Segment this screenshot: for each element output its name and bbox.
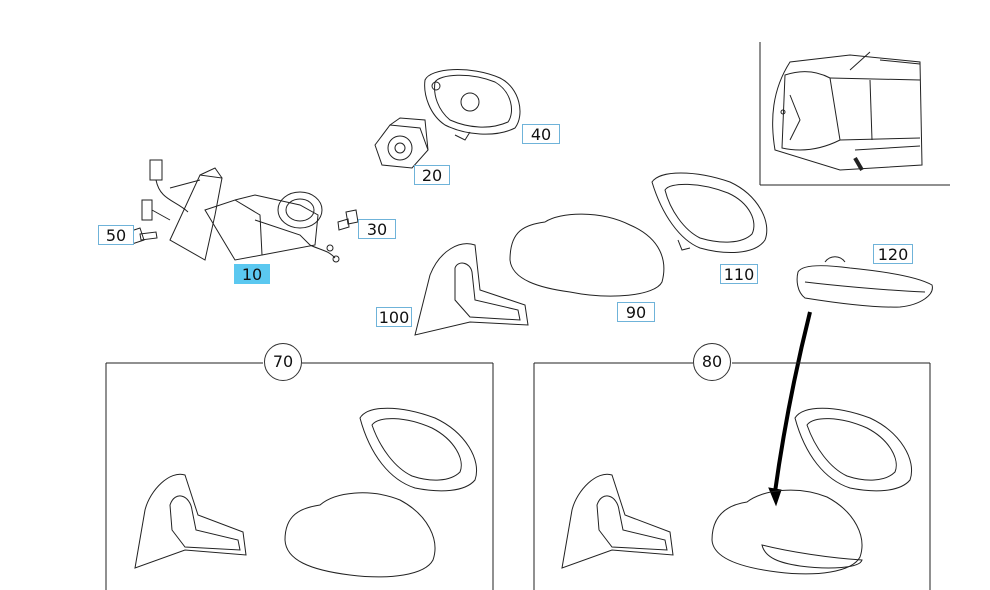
mirror-motor-drawing xyxy=(374,117,429,169)
arrow-line xyxy=(773,311,812,493)
callout-70[interactable]: 70 xyxy=(264,343,302,381)
housing-cover-drawing xyxy=(509,213,665,297)
variant-box-80 xyxy=(533,362,931,590)
callout-100[interactable]: 100 xyxy=(376,307,412,327)
callout-20[interactable]: 20 xyxy=(414,165,450,185)
callout-70-label: 70 xyxy=(272,352,294,371)
callout-80[interactable]: 80 xyxy=(693,343,731,381)
turn-signal-drawing xyxy=(796,256,933,308)
callout-90[interactable]: 90 xyxy=(617,302,655,322)
mounting-screw-30-drawing xyxy=(337,209,359,231)
variant-box-70 xyxy=(105,362,494,590)
callout-50[interactable]: 50 xyxy=(98,225,134,245)
arrow-head xyxy=(768,487,782,507)
glass-carrier-drawing xyxy=(424,69,521,141)
mirror-base-drawing xyxy=(414,243,529,336)
callout-80-label: 80 xyxy=(701,352,723,371)
vehicle-location-inset xyxy=(759,42,950,186)
mirror-assembly-drawing xyxy=(141,159,340,263)
callout-120[interactable]: 120 xyxy=(873,244,913,264)
callout-110[interactable]: 110 xyxy=(720,264,758,284)
callout-30[interactable]: 30 xyxy=(358,219,396,239)
callout-10[interactable]: 10 xyxy=(234,264,270,284)
mirror-frame-drawing xyxy=(651,172,768,253)
callout-40[interactable]: 40 xyxy=(522,124,560,144)
